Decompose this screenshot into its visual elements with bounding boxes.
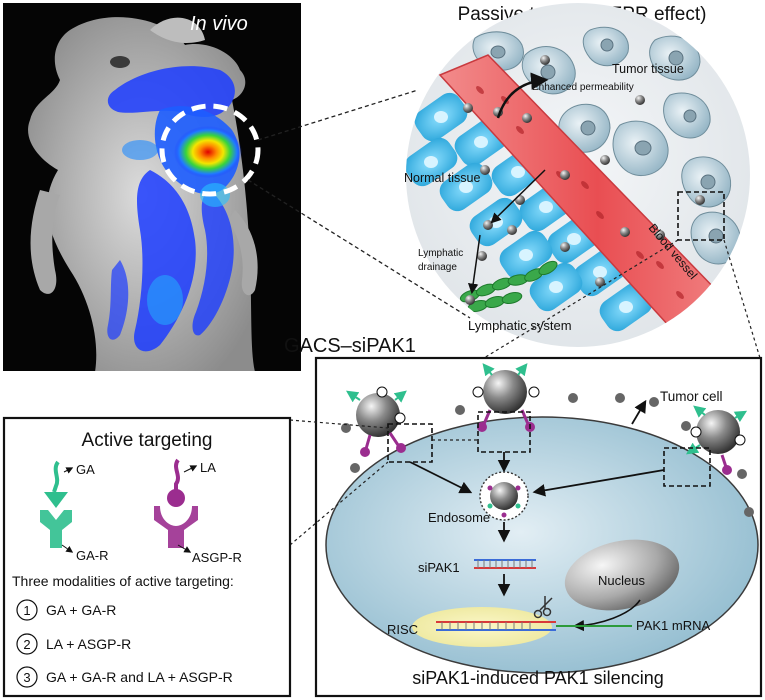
label-normal-tissue: Normal tissue <box>404 171 480 185</box>
tumor-fluorescence-hotspot <box>174 126 242 178</box>
label-gacs-sipak1: GACS–siPAK1 <box>284 335 416 357</box>
modality-1-number-circle <box>16 599 38 621</box>
tumor-cell-footer: siPAK1-induced PAK1 silencing <box>412 668 663 688</box>
tumor-cell-body <box>325 416 759 674</box>
modality-2-number: 2 <box>23 637 30 652</box>
label-asgp-r: ASGP-R <box>192 550 242 565</box>
label-tumor-tissue: Tumor tissue <box>612 62 684 76</box>
label-ga: GA <box>76 462 95 477</box>
modality-3-number-circle <box>16 666 38 688</box>
passive-targeting-panel: Passive targeting(EPR effect) <box>404 3 750 347</box>
label-lymphatic-system: Lymphatic system <box>468 318 572 333</box>
asgp-receptor-icon <box>154 506 198 548</box>
label-ga-r: GA-R <box>76 548 109 563</box>
modality-3-number: 3 <box>23 670 30 685</box>
tumor-cell-panel: Tumor cell <box>314 356 763 698</box>
nanoparticle-right <box>686 405 748 475</box>
modality-2-text: LA + ASGP-R <box>46 636 131 652</box>
in-vivo-panel: In vivo <box>3 3 301 371</box>
label-pak1-mrna: PAK1 mRNA <box>636 618 710 633</box>
drainage-arrow-2 <box>467 234 481 295</box>
nanoparticle-left <box>346 386 407 457</box>
tumor-tissue-cells <box>472 26 742 265</box>
endosome <box>479 471 529 521</box>
modality-3-text: GA + GA-R and LA + ASGP-R <box>46 669 233 685</box>
la-ligand-icon <box>167 458 185 507</box>
label-la: LA <box>200 460 216 475</box>
sirna-duplex <box>474 559 536 569</box>
nanoparticles-passive <box>463 55 705 305</box>
membrane-charges <box>341 393 754 517</box>
nucleus <box>564 539 680 611</box>
modality-2-number-circle <box>16 633 38 655</box>
label-sipak1: siPAK1 <box>418 560 460 575</box>
modality-1-text: GA + GA-R <box>46 602 116 618</box>
dashed-box-both <box>663 447 711 487</box>
zoom-box-tumor-cell <box>677 191 725 241</box>
label-risc: RISC <box>387 622 418 637</box>
uptake-arrow-right <box>532 469 665 497</box>
zoom-line-bottom <box>247 179 471 319</box>
zoom-line-cell-right <box>723 239 761 359</box>
dashed-box-la <box>477 411 531 453</box>
ga-receptor-icon <box>40 510 72 548</box>
tumor-cell-pointer <box>631 399 647 425</box>
drainage-arrow-1 <box>490 169 546 224</box>
label-endosome: Endosome <box>428 510 490 525</box>
label-enhanced-permeability: Enhanced permeability <box>532 82 634 93</box>
mouse-image <box>28 17 258 371</box>
label-tumor-cell: Tumor cell <box>660 389 723 404</box>
label-lymphatic-drainage-1: Lymphatic <box>418 248 463 259</box>
modalities-title: Three modalities of active targeting: <box>12 573 234 589</box>
risc-sirna <box>436 621 556 631</box>
in-vivo-label: In vivo <box>190 13 248 35</box>
active-targeting-title: Active targeting <box>82 430 213 451</box>
active-targeting-frame <box>2 416 292 698</box>
enhanced-permeability-arrow <box>496 72 549 119</box>
active-targeting-panel: Active targeting GA GA-R LA ASGP-R Three… <box>2 416 292 698</box>
label-nucleus: Nucleus <box>598 573 645 588</box>
tumor-highlight-circle <box>159 103 261 197</box>
ga-ligand-icon <box>44 460 68 508</box>
label-lymphatic-drainage-2: drainage <box>418 262 457 273</box>
zoom-line-active-top <box>289 419 389 429</box>
modality-1-number: 1 <box>23 603 30 618</box>
scissors-icon <box>533 596 553 619</box>
nanoparticle-center <box>472 363 540 432</box>
uptake-arrow-left <box>409 461 473 494</box>
lymphatic-vessel <box>459 260 558 312</box>
